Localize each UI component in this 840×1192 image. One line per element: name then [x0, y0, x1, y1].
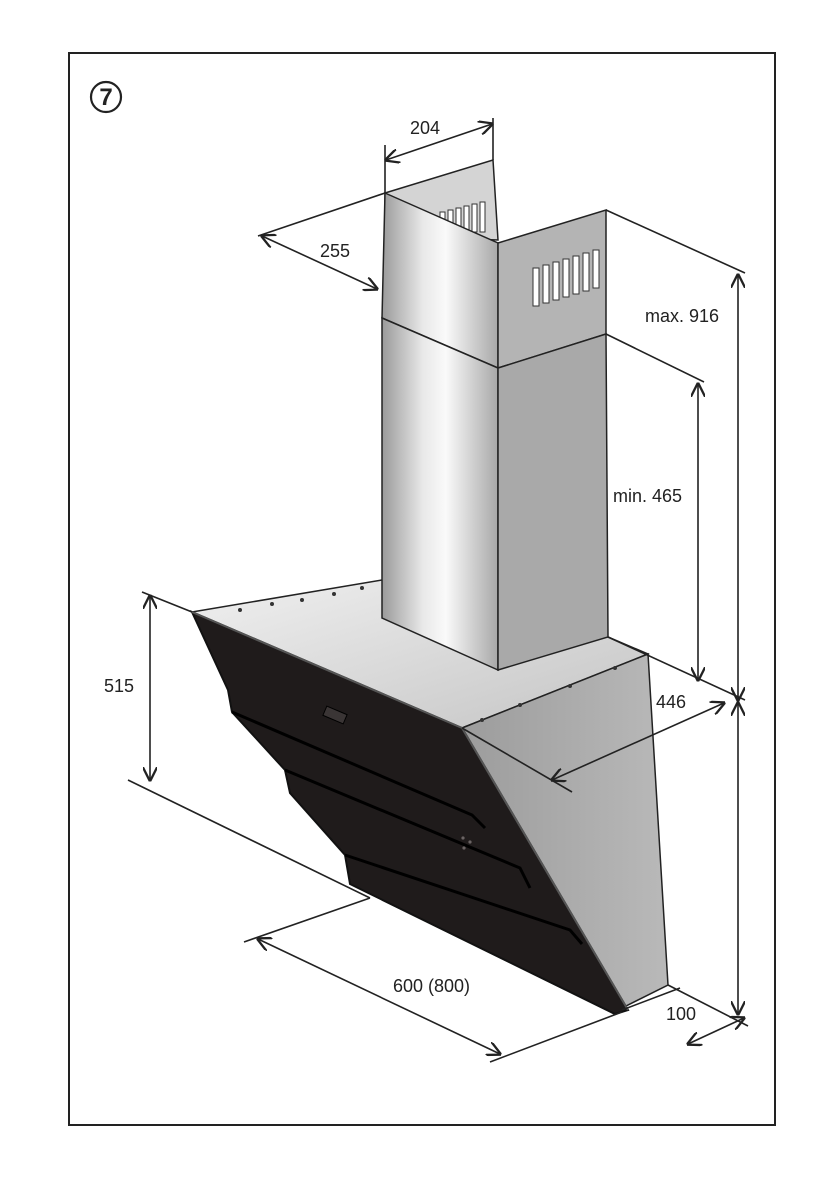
step-number: 7 [99, 84, 112, 111]
label-min-465: min. 465 [613, 486, 682, 506]
ext-line-916-top [606, 210, 745, 273]
ext-line-600-right [490, 1012, 622, 1062]
label-max-916: max. 916 [645, 306, 719, 326]
step-badge: 7 [91, 82, 121, 112]
chimney-lower-side [498, 334, 608, 670]
label-446: 446 [656, 692, 686, 712]
chimney [382, 160, 608, 670]
label-100: 100 [666, 1004, 696, 1024]
chimney-lower-front [382, 318, 498, 670]
label-600-800: 600 (800) [393, 976, 470, 996]
label-204: 204 [410, 118, 440, 138]
label-515: 515 [104, 676, 134, 696]
label-255: 255 [320, 241, 350, 261]
ext-line-465-top [606, 334, 704, 382]
ext-line-255 [258, 193, 385, 236]
ext-line-600-left-tick [244, 898, 370, 942]
dim-line-600 [258, 939, 500, 1054]
dim-line-100 [688, 1018, 744, 1044]
